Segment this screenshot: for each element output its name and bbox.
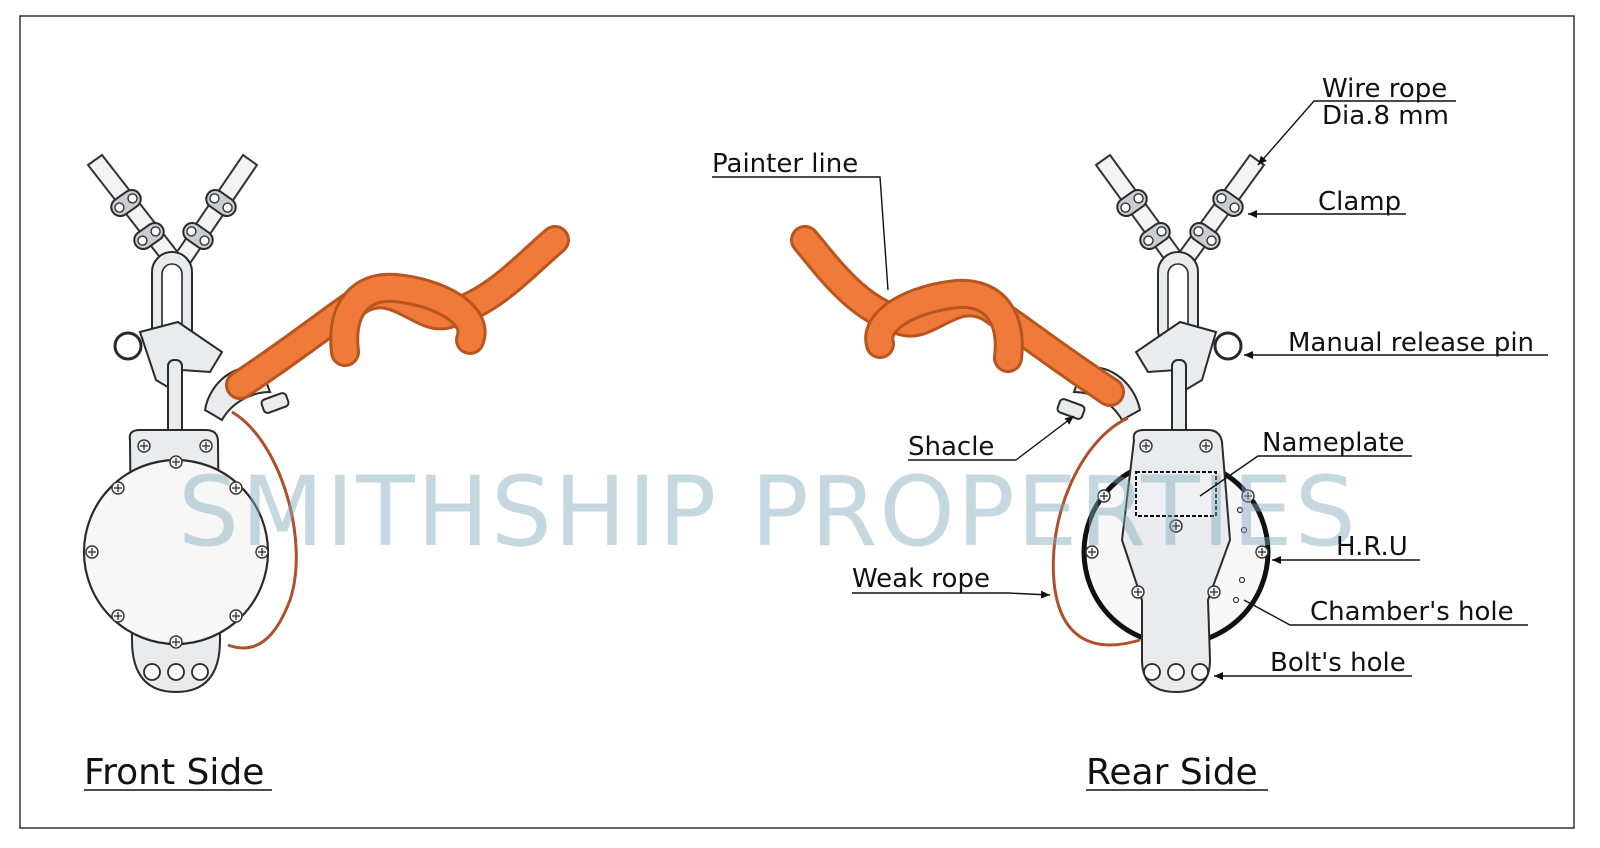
rear-side-title: Rear Side	[1086, 752, 1258, 793]
front-painter-line	[225, 225, 570, 400]
rear-chamber-holes	[1232, 506, 1248, 604]
label-nameplate: Nameplate	[1262, 428, 1405, 458]
callout-bolts-hole: Bolt's hole	[1214, 648, 1412, 680]
callout-chambers-hole: Chamber's hole	[1243, 597, 1528, 627]
front-hook	[138, 320, 224, 394]
callout-clamp: Clamp	[1248, 187, 1406, 218]
front-bolt-holes	[143, 663, 209, 681]
rear-release-pin-ring	[1213, 331, 1243, 361]
rear-side-assembly	[790, 153, 1271, 694]
label-chambers-hole: Chamber's hole	[1310, 597, 1514, 627]
label-wire-rope-line1: Wire rope	[1322, 74, 1447, 104]
label-painter-line: Painter line	[712, 149, 858, 179]
callout-shackle: Shacle	[908, 415, 1075, 462]
label-bolts-hole: Bolt's hole	[1270, 648, 1406, 678]
drawing-border	[19, 15, 1575, 829]
callout-hru: H.R.U	[1272, 532, 1420, 564]
rear-weak-rope	[1051, 416, 1141, 647]
callout-painter-line: Painter line	[712, 149, 889, 291]
callout-weak-rope: Weak rope	[852, 564, 1051, 599]
rear-bolt-holes	[1143, 663, 1209, 681]
rear-hook-shank	[1171, 359, 1187, 441]
front-hook-shank	[167, 359, 183, 441]
front-weak-rope	[227, 410, 298, 650]
rear-hook	[1134, 320, 1218, 394]
label-weak-rope: Weak rope	[852, 564, 990, 594]
rear-painter-line	[790, 225, 1125, 407]
label-clamp: Clamp	[1318, 187, 1401, 217]
front-side-assembly	[82, 153, 570, 694]
label-shackle: Shacle	[908, 432, 994, 462]
rear-clamps	[1112, 185, 1248, 254]
callout-nameplate: Nameplate	[1199, 428, 1412, 497]
label-manual-release-pin: Manual release pin	[1288, 328, 1534, 358]
callout-manual-release-pin: Manual release pin	[1244, 328, 1548, 359]
watermark: SMITHSHIP PROPERTIES	[178, 456, 1358, 568]
front-release-pin-ring	[113, 331, 143, 361]
label-wire-rope-line2: Dia.8 mm	[1322, 101, 1449, 131]
label-hru: H.R.U	[1336, 532, 1408, 562]
callout-wire-rope: Wire rope Dia.8 mm	[1257, 74, 1456, 166]
front-side-title: Front Side	[84, 752, 264, 793]
